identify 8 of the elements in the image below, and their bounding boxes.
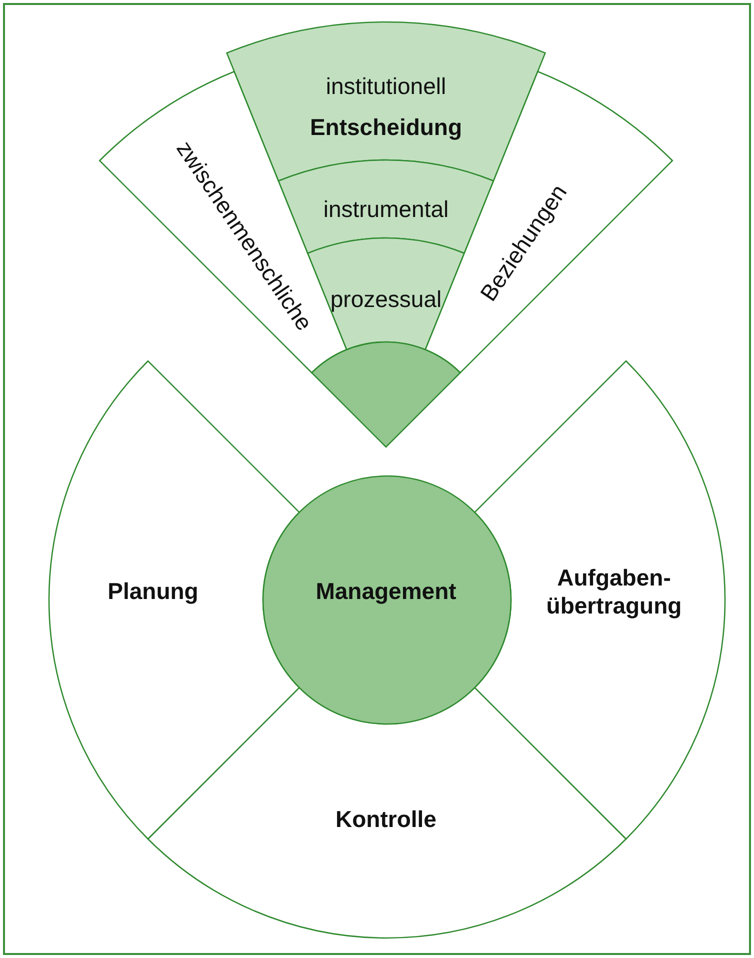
segment-label: Kontrolle bbox=[336, 806, 436, 834]
segment-label: institutionell bbox=[326, 73, 446, 101]
segment-label: prozessual bbox=[330, 286, 442, 314]
segment-label: Aufgaben- übertragung bbox=[545, 564, 683, 620]
segment-label: Entscheidung bbox=[310, 114, 462, 142]
segment-label: Planung bbox=[108, 578, 198, 606]
segment-label: instrumental bbox=[323, 196, 449, 224]
center-label: Management bbox=[316, 578, 456, 606]
